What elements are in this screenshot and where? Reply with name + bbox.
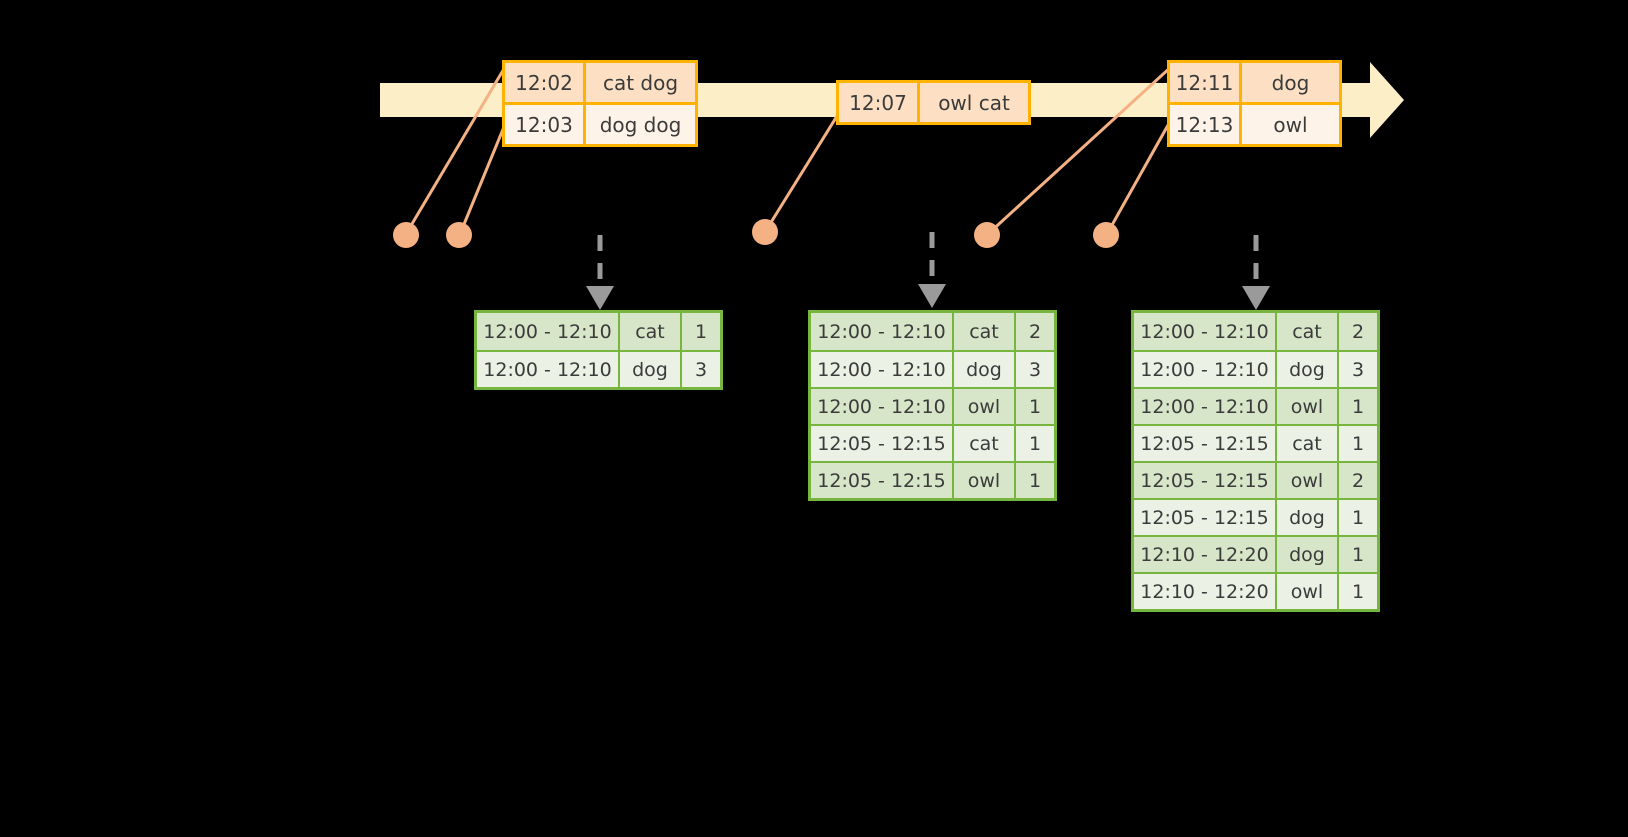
cell-count: 2 [1351, 320, 1365, 343]
cell-window: 12:00 - 12:10 [811, 352, 954, 387]
event-value: cat dog [602, 70, 679, 95]
emit-arrowheads [586, 284, 1270, 310]
event-time: 12:11 [1170, 63, 1242, 102]
cell-key: owl [1277, 463, 1339, 498]
cell-window: 12:00 - 12:10 [1134, 352, 1277, 387]
cell-key: dog [620, 352, 682, 387]
cell-window: 12:10 - 12:20 [1134, 537, 1277, 572]
cell-key: cat [954, 313, 1016, 350]
cell-window: 12:05 - 12:15 [1134, 463, 1277, 498]
cell-count: 2 [1351, 469, 1365, 492]
cell-count: 1 [1351, 395, 1365, 418]
event-value: owl [1273, 112, 1308, 137]
cell-count: 3 [694, 358, 708, 381]
cell-count: 1 [1351, 506, 1365, 529]
cell-key: cat [954, 426, 1016, 461]
cell-window: 12:10 - 12:20 [1134, 574, 1277, 609]
event-markers [393, 219, 1119, 248]
event-time: 12:03 [505, 105, 586, 144]
event-row[interactable]: 12:03 dog dog [505, 102, 695, 144]
event-row[interactable]: 12:02 cat dog [505, 63, 695, 102]
cell-key: dog [954, 352, 1016, 387]
cell-count: 3 [1351, 358, 1365, 381]
cell-window: 12:05 - 12:15 [811, 463, 954, 498]
cell-window: 12:05 - 12:15 [1134, 500, 1277, 535]
event-row[interactable]: 12:07 owl cat [839, 83, 1028, 122]
event-value: dog dog [599, 112, 682, 137]
event-box-3[interactable]: 12:11 dog 12:13 owl [1167, 60, 1342, 147]
cell-key: cat [1277, 313, 1339, 350]
emit-arrow-3-head [1242, 286, 1270, 310]
cell-window: 12:00 - 12:10 [1134, 389, 1277, 424]
marker-2-dot [446, 222, 472, 248]
cell-key: owl [1277, 389, 1339, 424]
cell-window: 12:00 - 12:10 [811, 313, 954, 350]
event-time: 12:13 [1170, 105, 1242, 144]
cell-count: 1 [1028, 395, 1042, 418]
cell-window: 12:00 - 12:10 [477, 352, 620, 387]
marker-5-dot [1093, 222, 1119, 248]
cell-key: owl [954, 389, 1016, 424]
cell-count: 1 [1351, 580, 1365, 603]
emit-arrow-2-head [918, 284, 946, 308]
event-value: owl cat [938, 90, 1010, 115]
cell-window: 12:00 - 12:10 [1134, 313, 1277, 350]
cell-key: dog [1277, 537, 1339, 572]
marker-1-dot [393, 222, 419, 248]
event-box-2[interactable]: 12:07 owl cat [836, 80, 1031, 125]
emit-arrow-1-head [586, 286, 614, 310]
cell-count: 1 [1351, 543, 1365, 566]
cell-window: 12:00 - 12:10 [811, 389, 954, 424]
cell-window: 12:00 - 12:10 [477, 313, 620, 350]
cell-key: cat [620, 313, 682, 350]
event-time: 12:02 [505, 63, 586, 102]
event-value: dog [1271, 70, 1310, 95]
event-row[interactable]: 12:11 dog [1170, 63, 1339, 102]
cell-key: cat [1277, 426, 1339, 461]
event-row[interactable]: 12:13 owl [1170, 102, 1339, 144]
event-box-1[interactable]: 12:02 cat dog 12:03 dog dog [502, 60, 698, 147]
cell-key: dog [1277, 352, 1339, 387]
cell-window: 12:05 - 12:15 [1134, 426, 1277, 461]
cell-window: 12:05 - 12:15 [811, 426, 954, 461]
cell-key: dog [1277, 500, 1339, 535]
marker-4-dot [974, 222, 1000, 248]
emit-arrows [597, 232, 1259, 288]
cell-count: 1 [694, 320, 708, 343]
marker-3-dot [752, 219, 778, 245]
cell-count: 3 [1028, 358, 1042, 381]
cell-count: 2 [1028, 320, 1042, 343]
cell-count: 1 [1351, 432, 1365, 455]
cell-key: owl [1277, 574, 1339, 609]
cell-key: owl [954, 463, 1016, 498]
cell-count: 1 [1028, 469, 1042, 492]
event-time: 12:07 [839, 83, 920, 122]
cell-count: 1 [1028, 432, 1042, 455]
